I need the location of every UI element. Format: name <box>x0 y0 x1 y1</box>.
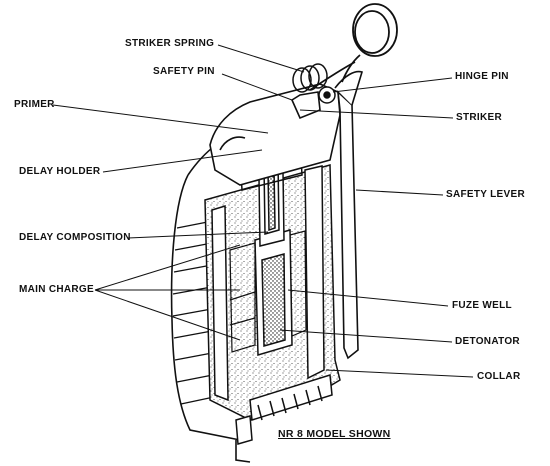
label-primer: PRIMER <box>14 99 55 110</box>
safety-lever <box>334 70 364 360</box>
label-delay-holder: DELAY HOLDER <box>19 166 101 177</box>
label-striker-spring: STRIKER SPRING <box>125 38 215 49</box>
label-detonator: DETONATOR <box>455 336 520 347</box>
figure-caption: NR 8 MODEL SHOWN <box>278 428 391 440</box>
pull-ring <box>309 3 398 91</box>
label-delay-composition: DELAY COMPOSITION <box>19 232 131 243</box>
collar <box>235 374 333 445</box>
leader-lines <box>52 44 474 378</box>
label-hinge-pin: HINGE PIN <box>455 71 509 82</box>
label-main-charge: MAIN CHARGE <box>19 284 94 295</box>
hinge-pin <box>318 86 336 104</box>
main-charge-region <box>229 230 307 353</box>
label-striker: STRIKER <box>456 112 502 123</box>
label-safety-lever: SAFETY LEVER <box>446 189 525 200</box>
label-fuze-well: FUZE WELL <box>452 300 512 311</box>
label-collar: COLLAR <box>477 371 521 382</box>
fuze-well <box>254 229 293 356</box>
fuze-head <box>209 83 341 186</box>
label-safety-pin: SAFETY PIN <box>153 66 215 77</box>
